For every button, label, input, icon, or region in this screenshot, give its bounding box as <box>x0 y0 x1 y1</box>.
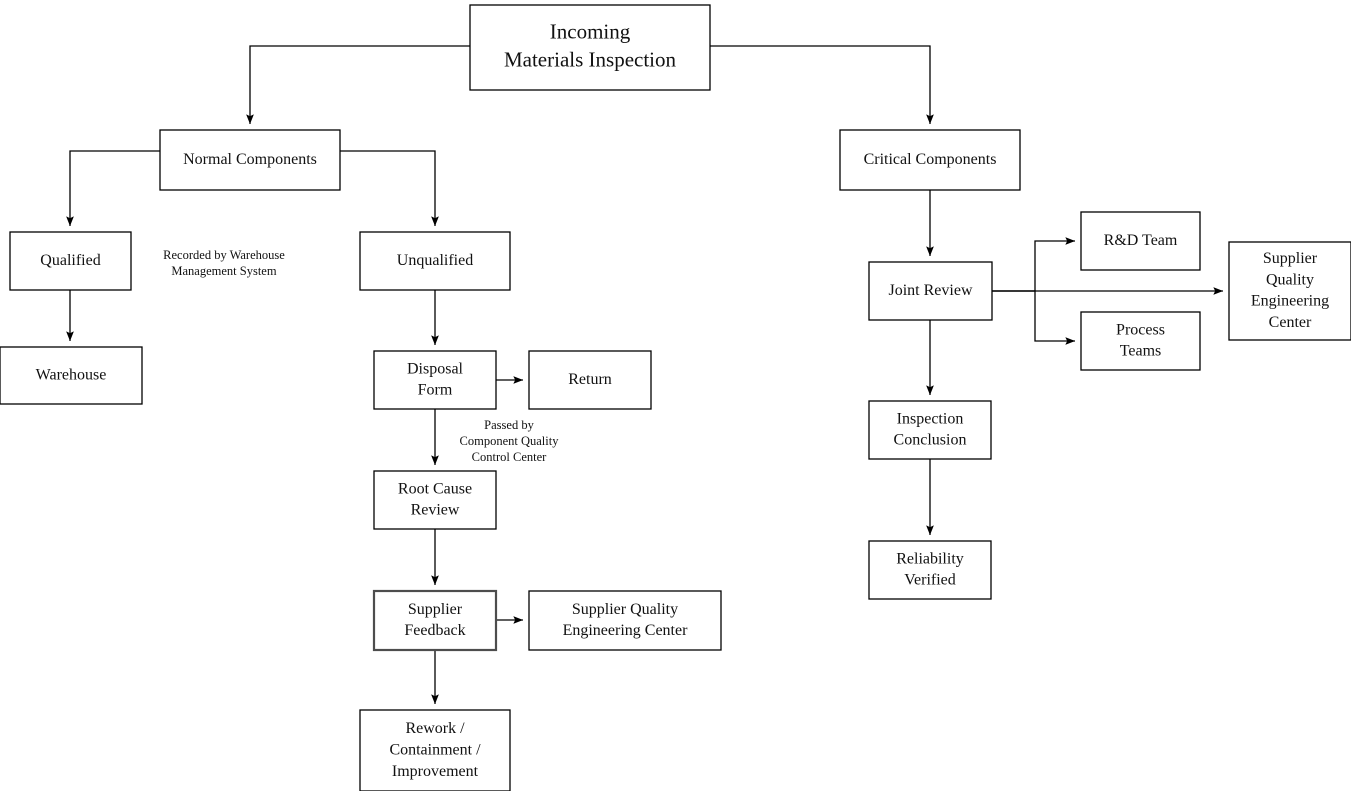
node-box <box>359 231 511 291</box>
node-box <box>9 231 132 291</box>
node-box <box>1080 311 1201 371</box>
node-return-node[interactable]: Return <box>528 350 652 410</box>
node-box <box>868 540 992 600</box>
node-box <box>868 261 993 321</box>
edge-incoming-to-normal <box>246 45 470 125</box>
node-qualified[interactable]: Qualified <box>9 231 132 291</box>
node-label: Unqualified <box>397 252 473 269</box>
node-unqualified[interactable]: Unqualified <box>359 231 511 291</box>
node-box <box>359 709 511 791</box>
node-box <box>839 129 1021 191</box>
node-rd-team[interactable]: R&D Team <box>1080 211 1201 271</box>
node-box <box>373 350 497 410</box>
node-label: Qualified <box>40 252 100 269</box>
node-box <box>372 589 498 652</box>
edge-incoming-to-critical <box>710 45 934 125</box>
node-label: Joint Review <box>889 282 973 299</box>
node-box <box>1228 241 1351 341</box>
edge-normal-to-qualified <box>66 150 160 227</box>
edge-jointreview-to-rdteam <box>992 237 1076 292</box>
node-normal-components[interactable]: Normal Components <box>159 129 341 191</box>
node-critical-components[interactable]: Critical Components <box>839 129 1021 191</box>
node-label: Normal Components <box>183 151 317 168</box>
node-label: R&D Team <box>1104 232 1178 249</box>
edges-layer <box>66 45 1224 705</box>
node-label: Rework /Containment /Improvement <box>389 720 481 780</box>
node-label: Return <box>568 371 612 388</box>
node-box <box>868 400 992 460</box>
node-rework[interactable]: Rework /Containment /Improvement <box>359 709 511 791</box>
edge-jointreview-to-processteams <box>992 290 1076 345</box>
node-box <box>528 350 652 410</box>
node-joint-review[interactable]: Joint Review <box>868 261 993 321</box>
node-label: Critical Components <box>864 151 997 168</box>
node-box <box>159 129 341 191</box>
edge-normal-to-unqualified <box>340 150 439 227</box>
node-box <box>373 470 497 530</box>
node-box <box>469 4 711 91</box>
node-box <box>1080 211 1201 271</box>
node-box <box>0 346 143 405</box>
node-label: Warehouse <box>36 366 107 383</box>
node-warehouse[interactable]: Warehouse <box>0 346 143 405</box>
node-box <box>528 590 722 651</box>
